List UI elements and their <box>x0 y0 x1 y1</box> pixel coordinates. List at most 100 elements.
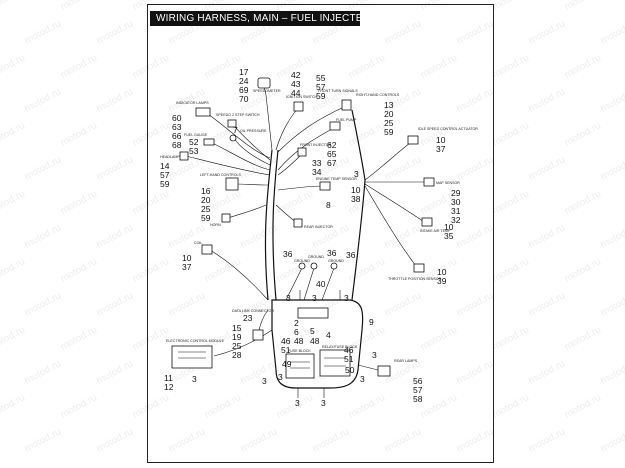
watermark-text: motod.ru <box>23 18 63 46</box>
callout: 24 <box>239 76 249 86</box>
watermark-text: motod.ru <box>383 290 423 318</box>
watermark-text: motod.ru <box>527 86 567 114</box>
callout: 36 <box>327 248 337 258</box>
label-throttle-position: THROTTLE POSITION SENSOR <box>388 277 442 281</box>
harness-wires <box>185 85 425 371</box>
watermark-text: motod.ru <box>347 0 387 13</box>
callout: 6 <box>294 327 299 337</box>
ground-post-1 <box>298 262 306 270</box>
watermark-text: motod.ru <box>491 188 531 216</box>
callout: 10 <box>182 253 192 263</box>
callout: 33 <box>312 158 322 168</box>
callout: 11 <box>164 373 173 383</box>
watermark-text: motod.ru <box>455 154 495 182</box>
wire-engine-temp <box>277 185 323 191</box>
watermark-text: motod.ru <box>347 120 387 148</box>
callout: 55 <box>316 73 326 83</box>
watermark-text: motod.ru <box>455 358 495 386</box>
label-oil-pressure: OIL PRESSURE <box>240 129 267 133</box>
callout: 46 <box>281 336 291 346</box>
watermark-text: motod.ru <box>95 18 135 46</box>
label-idle-speed: IDLE SPEED CONTROL ACTUATOR <box>418 127 478 131</box>
label-fuel-gauge: FUEL GAUGE <box>184 133 208 137</box>
watermark-text: motod.ru <box>239 358 279 386</box>
label-ignition-switch: IGNITION SWITCH <box>286 95 318 99</box>
watermark-text: motod.ru <box>131 324 171 352</box>
watermark-text: motod.ru <box>527 426 567 454</box>
callout: 51 <box>281 345 291 355</box>
wire-throttle <box>364 185 417 267</box>
watermark-text: motod.ru <box>59 324 99 352</box>
callout: 7 <box>233 125 238 135</box>
coil-connector <box>201 244 213 255</box>
watermark-text: motod.ru <box>455 426 495 454</box>
watermark-text: motod.ru <box>563 0 603 13</box>
callout: 40 <box>316 279 326 289</box>
callout: 65 <box>327 149 337 159</box>
watermark-text: motod.ru <box>563 392 603 420</box>
callout: 10 <box>351 185 361 195</box>
label-indicator-lamps: INDICATOR LAMPS <box>176 101 209 105</box>
watermark-text: motod.ru <box>131 120 171 148</box>
watermark-text: motod.ru <box>203 256 243 284</box>
watermark-text: motod.ru <box>491 120 531 148</box>
component-labels: SPEEDOMETER IGNITION SWITCH FRONT TURN S… <box>160 89 478 363</box>
callout: 67 <box>327 158 337 168</box>
watermark-text: motod.ru <box>203 52 243 80</box>
watermark-text: motod.ru <box>563 120 603 148</box>
watermark-text: motod.ru <box>527 222 567 250</box>
indicator-lamps-connector <box>195 107 211 117</box>
wire-intake <box>364 183 425 223</box>
watermark-text: motod.ru <box>131 392 171 420</box>
watermark-text: motod.ru <box>455 290 495 318</box>
callout: 57 <box>413 385 423 395</box>
watermark-text: motod.ru <box>419 324 459 352</box>
watermark-text: motod.ru <box>23 358 63 386</box>
watermark-text: motod.ru <box>491 324 531 352</box>
callout: 66 <box>172 131 182 141</box>
ground-post-3 <box>330 262 338 270</box>
wire-rear-lamps <box>357 364 379 371</box>
wire-ground3 <box>321 267 335 301</box>
callout: 46 <box>344 345 354 355</box>
watermark-text: motod.ru <box>0 256 27 284</box>
callout: 25 <box>201 204 211 214</box>
callout: 12 <box>164 382 174 392</box>
watermark-text: motod.ru <box>23 290 63 318</box>
callout: 44 <box>291 88 301 98</box>
callout: 52 <box>189 137 199 147</box>
callout: 3 <box>262 376 267 386</box>
label-speedo-step: SPEEDO 2 STEP SWITCH <box>216 113 260 117</box>
watermark-text: motod.ru <box>167 426 207 454</box>
callout: 58 <box>413 394 423 404</box>
callout: 36 <box>346 250 356 260</box>
watermark-text: motod.ru <box>419 52 459 80</box>
idle-speed-connector <box>407 135 419 145</box>
watermark-text: motod.ru <box>59 120 99 148</box>
label-relay-block: RELAY/FUSE BLOCK <box>322 345 358 349</box>
callout: 56 <box>413 376 423 386</box>
watermark-text: motod.ru <box>59 52 99 80</box>
watermark-text: motod.ru <box>311 18 351 46</box>
watermark-text: motod.ru <box>455 18 495 46</box>
page-title: WIRING HARNESS, MAIN – FUEL INJECTED <box>150 11 370 26</box>
label-speedometer: SPEEDOMETER <box>253 89 281 93</box>
watermark-text: motod.ru <box>383 222 423 250</box>
watermark-text: motod.ru <box>599 426 625 454</box>
callout: 3 <box>278 372 283 382</box>
watermark-text: motod.ru <box>23 86 63 114</box>
ecm-box <box>171 345 213 369</box>
loop-block-upper <box>297 307 329 319</box>
wire-ground2 <box>303 267 315 301</box>
watermark-text: motod.ru <box>131 52 171 80</box>
label-ground-3: GROUND <box>328 259 344 263</box>
watermark-text: motod.ru <box>167 18 207 46</box>
rear-injector-connector <box>293 218 303 228</box>
watermark-text: motod.ru <box>599 222 625 250</box>
watermark-text: motod.ru <box>59 188 99 216</box>
watermark-text: motod.ru <box>0 392 27 420</box>
callout: 3 <box>312 293 317 303</box>
main-trunk <box>264 149 273 301</box>
watermark-text: motod.ru <box>527 290 567 318</box>
